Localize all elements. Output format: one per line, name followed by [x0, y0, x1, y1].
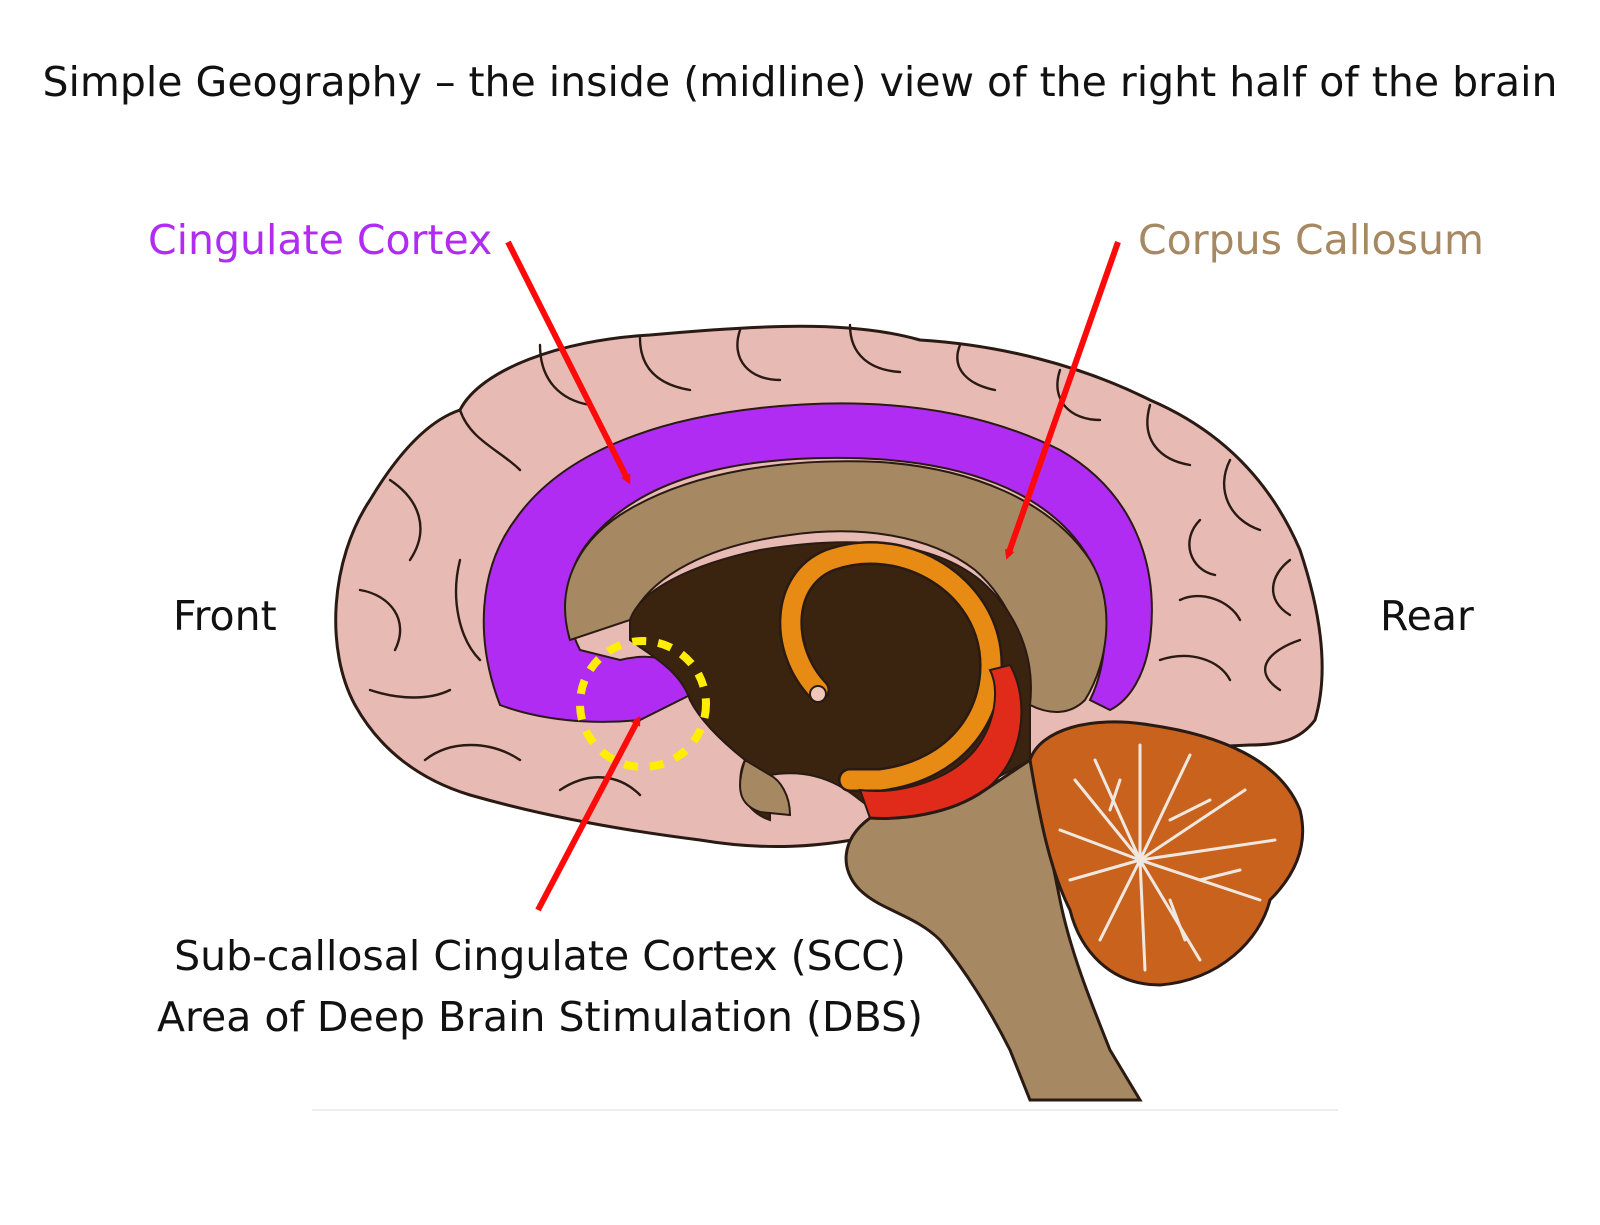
corpus-callosum [564, 460, 1108, 713]
scc-caption-line1: Sub-callosal Cingulate Cortex (SCC) [174, 932, 906, 980]
arrow-scc [535, 715, 641, 912]
scc-highlight-circle [576, 637, 710, 771]
front-label: Front [173, 592, 277, 640]
gyri-lines [358, 323, 1302, 797]
hypothalamus-stub [739, 758, 792, 817]
arrow-cingulate [505, 240, 631, 485]
cingulate-cortex-label: Cingulate Cortex [148, 216, 493, 264]
arbor-vitae [1058, 743, 1277, 972]
diagram-title: Simple Geography – the inside (midline) … [42, 58, 1558, 106]
cerebellum [1028, 720, 1305, 987]
rear-label: Rear [1380, 592, 1474, 640]
corpus-callosum-label: Corpus Callosum [1138, 216, 1484, 264]
fornix-tip [809, 685, 827, 703]
arrow-corpus [1004, 241, 1121, 560]
brainstem [844, 757, 1143, 1102]
fornix-fill [781, 543, 1001, 790]
scc-caption-line2: Area of Deep Brain Stimulation (DBS) [156, 993, 924, 1041]
